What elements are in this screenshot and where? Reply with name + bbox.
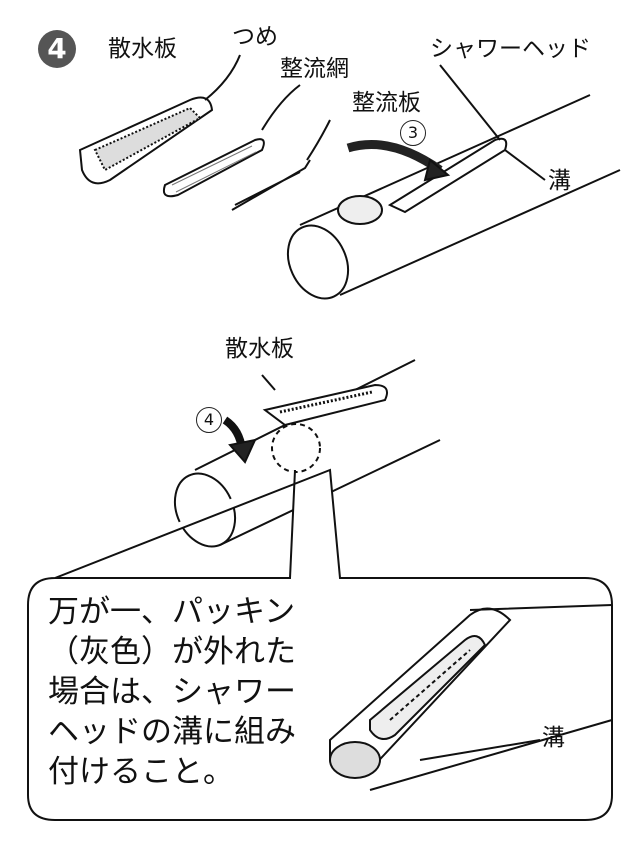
note-line: 万が一、パッキン: [48, 594, 296, 630]
leader-groove-detail: [419, 739, 541, 761]
label-groove: 溝: [548, 168, 571, 194]
note-line: ヘッドの溝に組み: [48, 714, 296, 750]
detail-tube: [329, 604, 613, 791]
arrow-3: [346, 139, 443, 174]
note-line: （灰色）が外れた: [48, 634, 296, 670]
label-flow-plate: 整流板: [352, 90, 421, 116]
leader-shower-head: [439, 64, 501, 141]
detail-circle: [271, 423, 321, 473]
note-line: 場合は、シャワー: [48, 674, 296, 710]
label-shower-head: シャワーヘッド: [430, 36, 591, 62]
callout-box: [27, 468, 613, 821]
label-flow-mesh: 整流網: [280, 56, 349, 82]
label-spray-plate: 散水板: [108, 36, 177, 62]
label-groove-detail: 溝: [542, 725, 565, 751]
callout-note: 万が一、パッキン （灰色）が外れた 場合は、シャワー ヘッドの溝に組み 付けるこ…: [48, 592, 296, 792]
step-number-badge: 4: [38, 30, 76, 68]
label-claw: つめ: [232, 24, 278, 50]
label-spray-plate-middle: 散水板: [225, 336, 294, 362]
flow-mesh-part: [162, 138, 265, 198]
leader-groove: [504, 149, 546, 181]
spray-plate-part: [78, 96, 214, 185]
shower-head-top: [286, 94, 621, 300]
leader-claw: [204, 54, 241, 101]
leader-flow-plate: [306, 119, 331, 161]
flow-plate-part: [231, 159, 311, 211]
leader-spray-plate-2: [261, 374, 276, 391]
shower-head-middle: [173, 359, 441, 548]
note-line: 付けること。: [48, 754, 234, 790]
substep-4-badge: 4: [196, 407, 222, 433]
substep-3-badge: 3: [400, 120, 426, 146]
leader-mesh: [261, 84, 301, 131]
